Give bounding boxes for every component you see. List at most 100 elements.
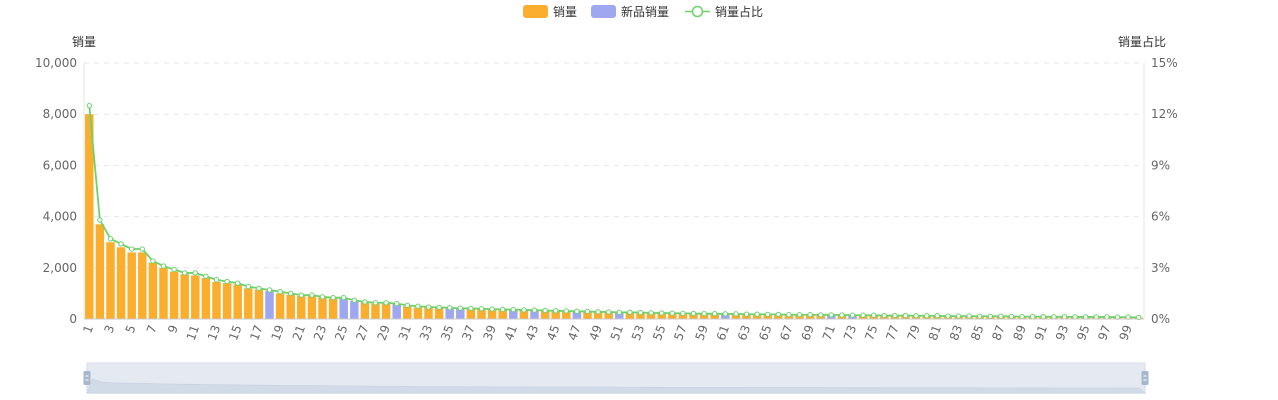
x-tick-label: 63 — [735, 323, 753, 342]
bar-sales — [106, 242, 115, 319]
line-point — [733, 311, 739, 317]
y-right-tick-label: 0% — [1151, 312, 1170, 326]
bar-new-product — [265, 290, 274, 319]
bar-new-product — [339, 298, 348, 319]
line-point — [1061, 314, 1068, 320]
line-point — [722, 311, 728, 317]
bar-sales — [116, 247, 126, 319]
bar-sales — [646, 313, 656, 319]
line-point — [690, 310, 697, 317]
line-point — [871, 312, 877, 318]
line-point — [192, 270, 199, 276]
slider-handle-end[interactable] — [1141, 371, 1149, 385]
line-point — [447, 305, 453, 311]
bar-sales — [657, 313, 666, 319]
line-point — [924, 313, 930, 319]
line-point — [902, 312, 909, 319]
x-tick-label: 53 — [629, 323, 647, 342]
line-point — [129, 246, 135, 252]
line-point — [584, 308, 591, 315]
line-sales-share — [88, 105, 1139, 319]
bar-series — [85, 114, 1143, 319]
x-tick-label: 95 — [1074, 323, 1092, 342]
line-point — [478, 306, 485, 312]
x-tick-label: 45 — [544, 323, 562, 342]
x-tick-label: 75 — [862, 323, 880, 342]
line-point — [563, 308, 569, 314]
line-point — [1019, 313, 1025, 320]
legend-item[interactable]: 销量 — [523, 5, 577, 19]
x-tick-label: 67 — [777, 323, 795, 342]
line-point — [881, 312, 887, 319]
x-tick-label: 35 — [438, 323, 456, 342]
bar-sales — [254, 289, 264, 319]
slider-handle-start[interactable] — [83, 371, 91, 385]
bar-sales — [233, 284, 242, 319]
line-point — [542, 307, 548, 314]
line-point — [807, 312, 813, 318]
line-point — [319, 294, 326, 300]
line-point — [669, 310, 675, 316]
x-tick-label: 13 — [205, 323, 223, 342]
legend-item[interactable]: 销量占比 — [685, 4, 763, 19]
bar-sales — [371, 303, 380, 319]
line-point — [796, 312, 803, 318]
y-right-tick-label: 9% — [1151, 158, 1170, 172]
bar-sales — [275, 293, 285, 319]
legend-item[interactable]: 新品销量 — [591, 4, 669, 19]
x-tick-label: 17 — [247, 323, 265, 342]
bar-sales — [593, 312, 603, 319]
line-point — [309, 292, 315, 298]
line-point — [277, 288, 283, 295]
bar-sales — [159, 267, 168, 319]
x-tick-label: 55 — [650, 323, 668, 342]
bar-sales — [424, 307, 433, 319]
x-tick-label: 43 — [523, 323, 541, 342]
bar-sales — [477, 309, 486, 319]
bar-sales — [487, 309, 497, 319]
data-zoom-slider[interactable] — [83, 362, 1149, 394]
line-point — [394, 300, 400, 307]
line-point — [489, 306, 495, 312]
bar-sales — [360, 302, 370, 319]
line-point — [680, 310, 686, 317]
x-tick-label: 73 — [841, 323, 859, 342]
line-point — [107, 236, 114, 242]
line-point — [256, 285, 262, 291]
legend-label: 销量 — [553, 5, 577, 19]
y-left-tick-label: 2,000 — [43, 261, 77, 275]
x-tick-label: 97 — [1095, 323, 1113, 342]
line-point — [977, 313, 983, 319]
x-tick-label: 39 — [481, 323, 499, 342]
line-point — [648, 310, 654, 316]
bar-sales — [180, 274, 189, 319]
bar-sales — [434, 307, 444, 319]
bar-sales — [604, 312, 613, 319]
line-point — [998, 313, 1004, 319]
line-point — [743, 311, 750, 317]
legend-label: 销量占比 — [715, 4, 763, 19]
x-tick-label: 83 — [947, 323, 965, 342]
line-point — [425, 304, 432, 310]
y-left-tick-label: 0 — [69, 312, 77, 326]
line-point — [616, 309, 622, 316]
line-point — [754, 311, 760, 317]
bar-sales — [699, 313, 709, 319]
x-tick-label: 85 — [968, 323, 986, 342]
line-point — [224, 278, 230, 285]
y-axis-right-title: 销量占比 — [1118, 34, 1166, 49]
grid-lines — [83, 62, 1145, 319]
legend-swatch — [591, 5, 616, 18]
bar-new-product — [572, 311, 582, 319]
line-point — [415, 303, 421, 309]
slider-selection[interactable] — [87, 363, 1145, 393]
x-tick-label: 51 — [608, 323, 626, 342]
line-point — [712, 311, 718, 317]
bar-new-product — [530, 310, 539, 319]
bar-sales — [286, 294, 295, 319]
line-point — [171, 266, 177, 273]
y-axis-left-title: 销量 — [72, 35, 96, 49]
legend[interactable]: 销量新品销量 销量占比 — [523, 4, 763, 19]
